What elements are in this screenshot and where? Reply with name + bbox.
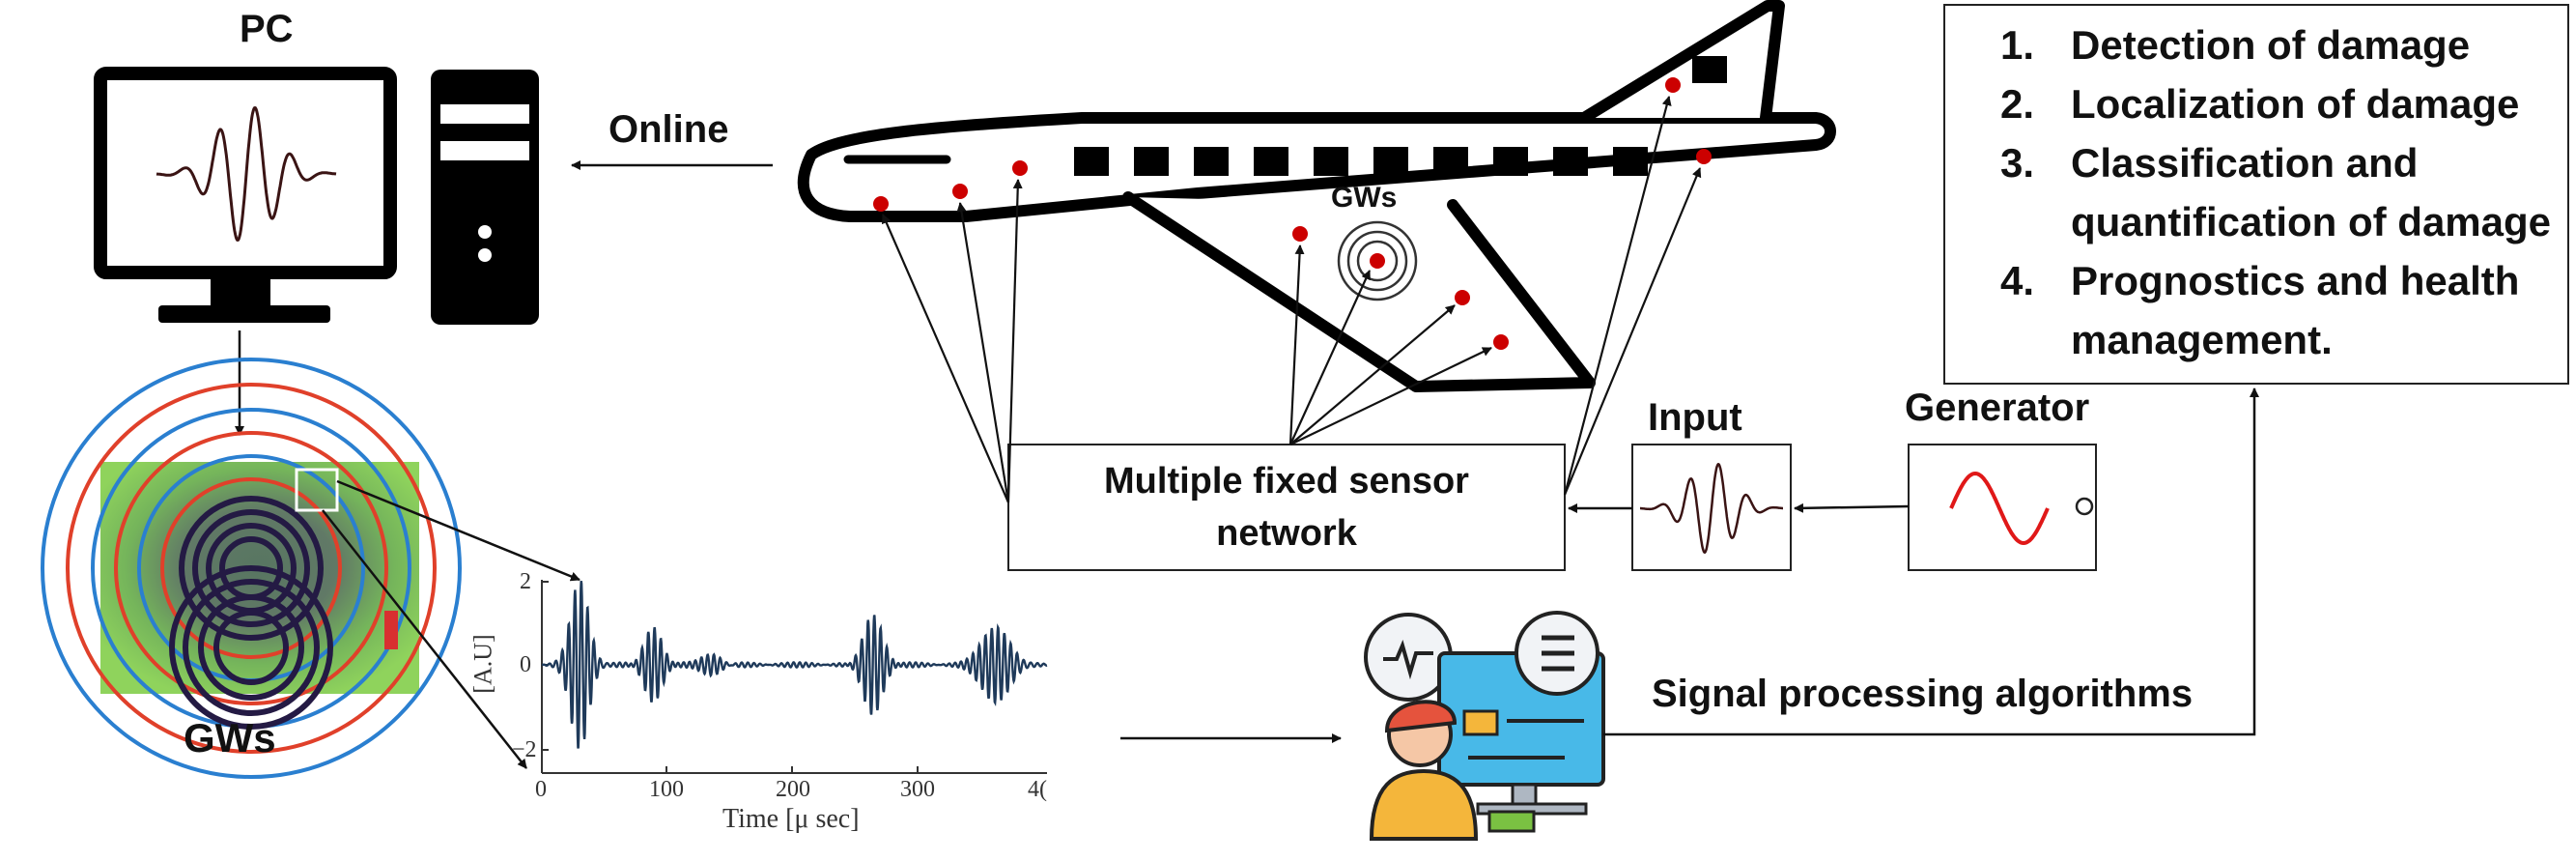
arrow-processing-to-tasks — [1603, 387, 2259, 736]
online-label: Online — [609, 108, 729, 151]
objective-item: 3.Classification and quantification of d… — [1999, 140, 2552, 244]
engineer-workstation-icon — [1364, 611, 1605, 841]
sensor-network-box — [1007, 444, 1566, 571]
xtick-300: 300 — [900, 777, 935, 802]
input-waveform — [1640, 463, 1783, 554]
sensor-network-line1: Multiple fixed sensor — [1104, 461, 1469, 502]
ytick-0: 0 — [520, 652, 531, 677]
gws-sim-label: GWs — [184, 715, 276, 761]
gws-plane-label: GWs — [1331, 182, 1398, 214]
sensor-network-line2: network — [1216, 513, 1357, 554]
gw-simulation-image — [41, 358, 462, 779]
xtick-400: 4( — [1028, 777, 1047, 802]
signal-waveform — [542, 581, 1048, 749]
plot-ylabel: [A.U] — [468, 634, 497, 694]
objectives-list: 1.Detection of damage 2.Localization of … — [1945, 15, 2567, 369]
zoom-line-top — [336, 479, 580, 582]
xtick-200: 200 — [776, 777, 810, 802]
generator-icon — [1908, 444, 2097, 571]
generator-label: Generator — [1905, 387, 2090, 429]
airplane-icon — [797, 0, 1836, 392]
generator-waveform — [1949, 471, 2050, 546]
zoom-line-bottom — [322, 509, 527, 769]
arrow-generator-to-input — [1794, 502, 1910, 513]
monitor-waveform — [156, 106, 337, 242]
ytick-neg2: −2 — [512, 737, 537, 762]
signal-processing-label: Signal processing algorithms — [1652, 673, 2194, 715]
signal-plot — [541, 580, 1048, 774]
ytick-2: 2 — [520, 569, 531, 594]
sensor-network-label: Multiple fixed sensor network — [1008, 445, 1565, 570]
objective-item: 4.Prognostics and health management. — [1999, 258, 2520, 362]
objective-item: 1.Detection of damage — [1999, 22, 2471, 68]
plot-xlabel: Time [μ sec] — [722, 804, 860, 834]
pc-label: PC — [240, 8, 294, 50]
objective-item: 2.Localization of damage — [1999, 81, 2520, 127]
xtick-0: 0 — [535, 777, 547, 802]
input-label: Input — [1648, 396, 1742, 439]
objectives-box: 1.Detection of damage 2.Localization of … — [1943, 4, 2569, 385]
sensor-dots — [873, 77, 1712, 350]
sensor-arrows — [881, 96, 1702, 503]
computer-tower-icon — [431, 70, 539, 325]
monitor-icon — [94, 67, 397, 323]
xtick-100: 100 — [649, 777, 684, 802]
input-signal-box — [1631, 444, 1792, 571]
